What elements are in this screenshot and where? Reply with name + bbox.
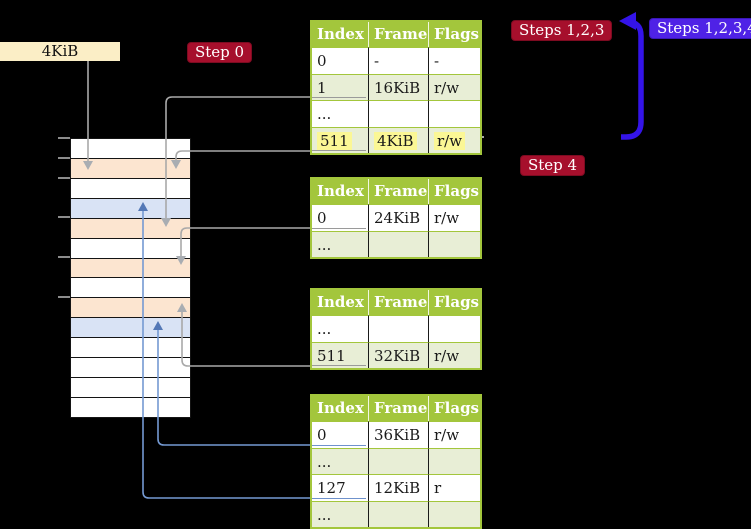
table-cell-index: 511 (312, 126, 368, 153)
address-tick (58, 256, 70, 258)
connector-t3r511-to-memory (181, 312, 312, 367)
entry-underline (312, 444, 366, 446)
table-cell-index: ... (312, 315, 368, 342)
table-cell-frame: 36KiB (368, 421, 428, 448)
table-cell-frame: 24KiB (368, 204, 428, 231)
page-table-1: Index Frame Flags 0 - - 1 16KiB r/w ... … (310, 20, 482, 155)
memory-frame-row (71, 338, 190, 359)
table-cell-index: 1 (312, 73, 368, 100)
table-cell-frame (368, 315, 428, 342)
address-tick (58, 137, 70, 139)
column-header-frame: Frame (368, 396, 428, 421)
cell-text: 0 (317, 426, 327, 444)
table-cell-flags (428, 100, 480, 127)
steps-loop-arrowhead (619, 12, 636, 30)
table-cell-frame: 16KiB (368, 73, 428, 100)
table-cell-flags: r (428, 474, 480, 501)
table-cell-frame: 32KiB (368, 341, 428, 368)
table-cell-frame: 12KiB (368, 474, 428, 501)
column-header-index: Index (312, 179, 368, 204)
cell-text: 0 (317, 209, 327, 227)
table-cell-frame (368, 500, 428, 527)
badge-step4: Step 4 (520, 155, 586, 176)
connector-t1r511-to-memory (175, 150, 312, 160)
column-header-frame: Frame (368, 22, 428, 47)
column-header-index: Index (312, 396, 368, 421)
memory-frame-row (71, 238, 190, 259)
memory-frame-row (71, 218, 190, 239)
entry-underline (312, 365, 366, 366)
address-tick (58, 216, 70, 218)
entry-underline (312, 97, 366, 98)
column-header-index: Index (312, 22, 368, 47)
table-cell-index: 0 (312, 421, 368, 448)
table-cell-index: 127 (312, 474, 368, 501)
table-cell-flags (428, 447, 480, 474)
highlighted-cell-text: 511 (317, 131, 352, 150)
memory-frame-row (71, 378, 190, 398)
table-cell-flags: r/w (428, 341, 480, 368)
table-cell-index: ... (312, 447, 368, 474)
table-cell-flags (428, 230, 480, 257)
table-cell-index: ... (312, 500, 368, 527)
cell-text: 511 (317, 346, 346, 365)
memory-frame-row (71, 178, 190, 199)
table-cell-flags: r/w (428, 421, 480, 448)
memory-frame-row (71, 318, 190, 339)
address-tick (58, 296, 70, 298)
page-size-label: 4KiB (0, 42, 120, 61)
table-cell-index: ... (312, 230, 368, 257)
table-cell-frame (368, 100, 428, 127)
badge-steps123: Steps 1,2,3 (511, 20, 613, 41)
highlighted-cell-text: r/w (434, 131, 466, 150)
address-tick (58, 177, 70, 179)
table-cell-frame (368, 447, 428, 474)
memory-frame-row (71, 158, 190, 179)
cell-text: 127 (317, 479, 346, 497)
table-cell-flags: r/w (428, 204, 480, 231)
table-cell-index: 0 (312, 47, 368, 74)
memory-frame-row (71, 278, 190, 299)
column-header-flags: Flags (428, 290, 480, 315)
steps-loop-arrow (621, 19, 644, 140)
column-header-flags: Flags (428, 179, 480, 204)
column-header-frame: Frame (368, 179, 428, 204)
column-header-index: Index (312, 290, 368, 315)
table-cell-index: 0 (312, 204, 368, 231)
table-cell-flags: - (428, 47, 480, 74)
table-cell-flags: r/w (428, 126, 480, 153)
table-cell-flags: r/w (428, 73, 480, 100)
table-cell-index: ... (312, 100, 368, 127)
highlighted-cell-text: 4KiB (374, 131, 417, 150)
address-tick (58, 157, 70, 159)
page-table-3: Index Frame Flags ... 511 32KiB r/w (310, 288, 482, 370)
memory-frame-row (71, 397, 190, 417)
table-cell-frame: - (368, 47, 428, 74)
memory-frame-row (71, 298, 190, 319)
column-header-flags: Flags (428, 396, 480, 421)
entry-underline (312, 497, 366, 499)
page-table-4: Index Frame Flags 0 36KiB r/w ... 127 12… (310, 394, 482, 529)
badge-steps1234: Steps 1,2,3,4 (649, 18, 751, 39)
memory-frame-row (71, 258, 190, 279)
table-cell-frame: 4KiB (368, 126, 428, 153)
table-cell-flags (428, 500, 480, 527)
table-cell-frame (368, 230, 428, 257)
entry-underline (312, 150, 366, 151)
memory-frame-row (71, 139, 190, 159)
page-table-2: Index Frame Flags 0 24KiB r/w ... (310, 177, 482, 259)
table-cell-index: 511 (312, 341, 368, 368)
column-header-flags: Flags (428, 22, 480, 47)
memory-frame-row (71, 358, 190, 379)
badge-step0: Step 0 (187, 42, 253, 63)
memory-frame-row (71, 198, 190, 219)
table-cell-flags (428, 315, 480, 342)
physical-memory-column (70, 138, 191, 418)
entry-underline (312, 227, 366, 229)
cell-text: 1 (317, 78, 327, 97)
connector-t2r0-to-memory (180, 227, 312, 256)
column-header-frame: Frame (368, 290, 428, 315)
